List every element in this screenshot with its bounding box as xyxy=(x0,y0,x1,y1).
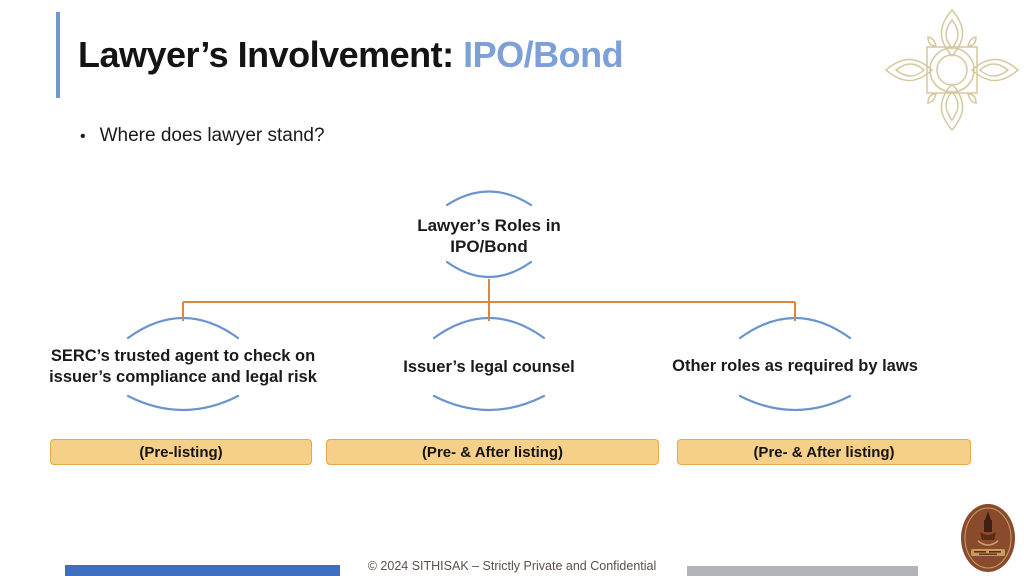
node-line: issuer’s compliance and legal risk xyxy=(49,368,317,386)
page-title-main: Lawyer’s Involvement: xyxy=(78,34,464,75)
child0-bottom-arc xyxy=(126,394,240,411)
child0-top-arc xyxy=(126,316,240,340)
bullet-text: Where does lawyer stand? xyxy=(99,125,325,146)
bullet-marker: • xyxy=(80,128,86,145)
tag-pre-listing: (Pre-listing) xyxy=(50,439,312,465)
root-bottom-arc xyxy=(445,260,533,279)
node-line: SERC’s trusted agent to check on xyxy=(50,347,316,365)
bullet-line: • Where does lawyer stand? xyxy=(80,125,325,147)
ornament-square xyxy=(926,46,978,94)
diagram-node-legal-counsel: Issuer’s legal counsel xyxy=(339,357,639,378)
footer-gray-bar xyxy=(687,566,918,576)
child1-bottom-arc xyxy=(432,394,546,411)
sithisak-seal-logo-icon xyxy=(961,504,1015,572)
tag-pre-after-listing-right: (Pre- & After listing) xyxy=(677,439,971,465)
diagram-node-other-roles: Other roles as required by laws xyxy=(645,356,945,377)
copyright-text: © 2024 SITHISAK – Strictly Private and C… xyxy=(367,559,657,573)
diagram-node-serc-agent: SERC’s trusted agent to check on issuer’… xyxy=(33,346,333,388)
page-title-highlight: IPO/Bond xyxy=(463,34,624,75)
root-node-line2: IPO/Bond xyxy=(450,237,528,256)
child2-bottom-arc xyxy=(738,394,852,411)
node-line: Issuer’s legal counsel xyxy=(403,358,575,376)
title-accent-bar xyxy=(56,12,60,98)
node-line: Other roles as required by laws xyxy=(672,357,918,375)
diagram-root-node: Lawyer’s Roles in IPO/Bond xyxy=(389,215,589,257)
child2-top-arc xyxy=(738,316,852,340)
root-node-line1: Lawyer’s Roles in xyxy=(417,216,561,235)
page-title: Lawyer’s Involvement: IPO/Bond xyxy=(78,34,624,76)
footer-blue-bar xyxy=(65,565,340,576)
thai-lotus-ornament-icon xyxy=(884,8,1020,132)
root-top-arc xyxy=(445,190,533,207)
child1-top-arc xyxy=(432,316,546,340)
tag-pre-after-listing-center: (Pre- & After listing) xyxy=(326,439,659,465)
